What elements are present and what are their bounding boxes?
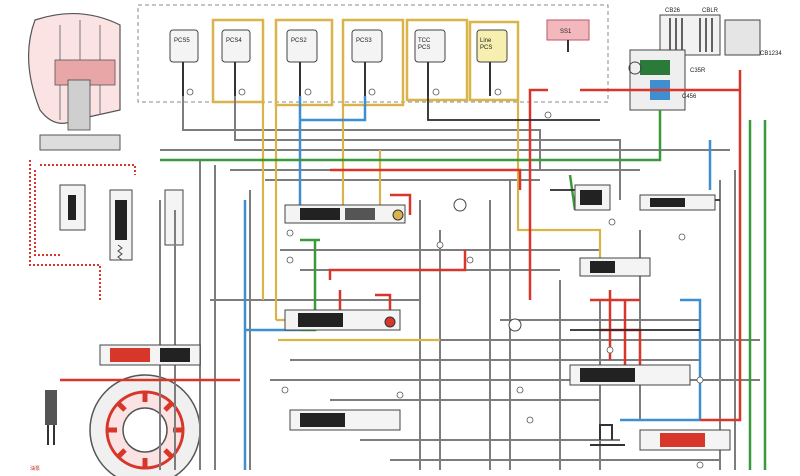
label-c35r: C35R — [690, 68, 706, 74]
solenoid-stems — [182, 62, 491, 96]
pump-gear-icon — [89, 374, 201, 476]
clutch-packs — [628, 14, 761, 111]
solenoid-signal-gold — [261, 100, 602, 342]
solenoid-block-outline — [137, 4, 609, 103]
torque-converter-icon — [28, 13, 121, 151]
solenoid-housings — [169, 29, 508, 63]
solenoid-gold-boxes — [211, 18, 520, 107]
left-circuit-dashed — [29, 160, 136, 300]
solenoid-label-pcs2: PCS2 — [291, 38, 307, 44]
solenoid-label-pcs3: PCS3 — [356, 38, 372, 44]
solenoid-label-pcs4: PCS4 — [226, 38, 242, 44]
check-balls — [186, 88, 704, 469]
label-cb26: CB26 — [665, 8, 681, 14]
filter-element — [45, 390, 57, 445]
label-cb1234: CB1234 — [760, 51, 782, 57]
tcc-dark-circuit — [427, 96, 720, 331]
label-cblr: CBLR — [702, 8, 719, 14]
center-valves — [99, 184, 731, 451]
label-c456: C456 — [682, 94, 697, 100]
spring-icon — [117, 244, 123, 261]
pump-note: 油泵 — [30, 465, 40, 472]
ss1-label: SS1 — [560, 29, 572, 35]
solenoid-label-pcs5: PCS5 — [174, 38, 190, 44]
left-valves — [59, 184, 184, 261]
bottom-right-fixture — [590, 424, 625, 446]
mainline-gray-circuits — [159, 96, 760, 470]
